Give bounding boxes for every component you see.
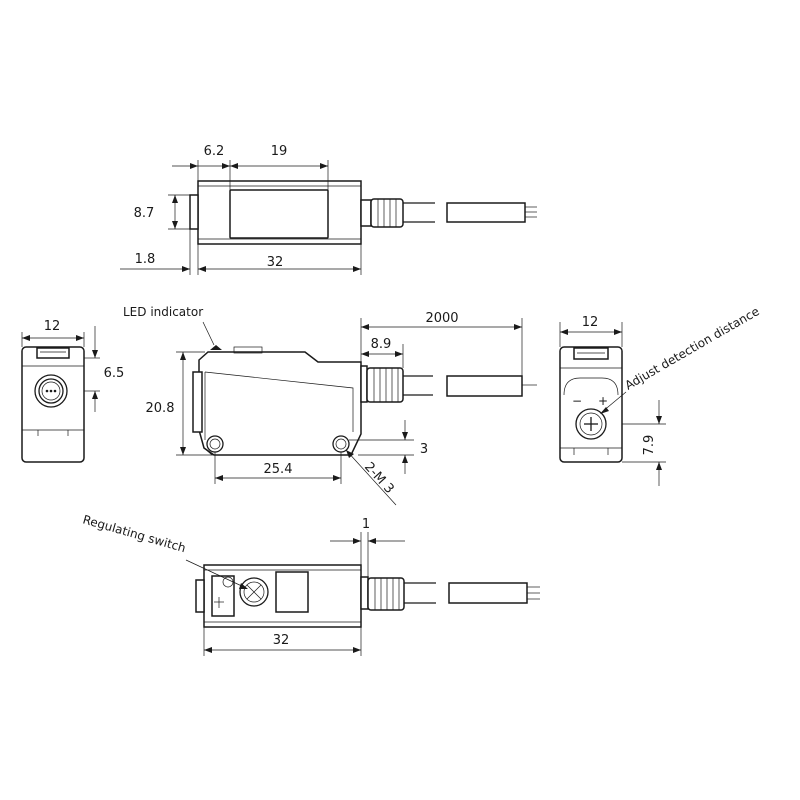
dim-connector-label: 8.9 xyxy=(371,337,392,352)
dim-offset-label: 1 xyxy=(362,517,370,532)
dim-height-label: 8.7 xyxy=(134,206,155,221)
led-indicator-label: LED indicator xyxy=(123,305,203,319)
bottom-view: Regulating switch 1 32 xyxy=(81,512,540,656)
dim-cable-label: 2000 xyxy=(425,311,458,326)
top-view-window xyxy=(229,189,329,239)
dim-length-label: 32 xyxy=(273,633,290,648)
side-view: LED indicator 2000 8.9 20.8 25.4 xyxy=(123,305,537,506)
end-view-right-body xyxy=(559,346,623,463)
side-view-body xyxy=(198,351,362,456)
dim-hole-offset-label: 3 xyxy=(420,442,428,457)
dim-hole-thread-label: 2-M 3 xyxy=(361,460,397,497)
end-view-left-lens xyxy=(34,374,68,408)
top-view-lens xyxy=(189,194,199,230)
end-view-left-body xyxy=(21,346,85,463)
adjust-label: Adjust detection distance xyxy=(623,304,762,392)
bottom-view-connector xyxy=(367,577,405,611)
dim-width-label: 12 xyxy=(44,319,61,334)
bottom-view-window xyxy=(275,571,309,613)
end-view-right: − + 12 Adjust detection distance 7.9 xyxy=(559,304,762,486)
dim-lens-label: 1.8 xyxy=(135,252,156,267)
dim-length-label: 32 xyxy=(267,255,284,270)
dim-window-label: 19 xyxy=(271,144,288,159)
top-view: 6.2 19 8.7 1.8 32 xyxy=(120,144,537,275)
regulating-switch-label: Regulating switch xyxy=(81,512,187,555)
dim-front-label: 6.2 xyxy=(204,144,225,159)
adjust-knob xyxy=(575,408,607,440)
dim-led-label: 6.5 xyxy=(104,366,125,381)
side-view-cable-end xyxy=(446,375,523,397)
top-view-connector xyxy=(370,198,404,228)
dim-width-label: 12 xyxy=(582,315,599,330)
plus-sign: + xyxy=(598,394,608,408)
end-view-left: 12 6.5 xyxy=(21,319,125,463)
led-indicator xyxy=(210,345,222,350)
top-view-cable-end xyxy=(446,202,526,223)
bottom-view-cable-end xyxy=(448,582,528,604)
dim-adjust-height-label: 7.9 xyxy=(642,435,657,456)
regulating-switch xyxy=(239,577,269,607)
side-view-connector xyxy=(366,367,404,403)
minus-sign: − xyxy=(572,394,582,408)
dim-height-label: 20.8 xyxy=(146,401,175,416)
dim-hole-spacing-label: 25.4 xyxy=(264,462,293,477)
